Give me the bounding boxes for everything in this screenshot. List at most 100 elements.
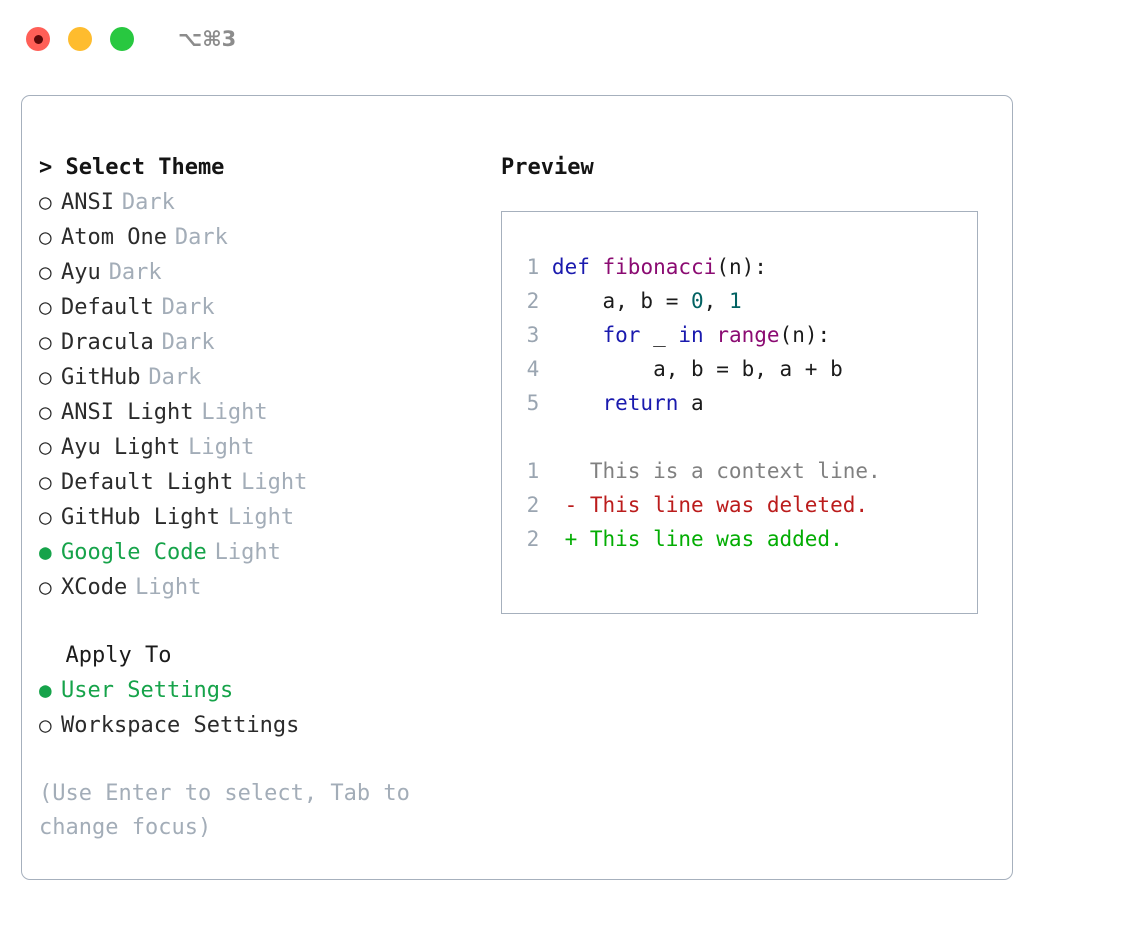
apply-to-option[interactable]: ○ Workspace Settings: [39, 708, 489, 743]
radio-unselected-icon[interactable]: ○: [39, 713, 52, 737]
code-line: 2 - This line was deleted.: [514, 488, 881, 522]
code-token: (n):: [716, 255, 767, 279]
code-token: a: [678, 391, 704, 415]
code-token: 1: [728, 289, 742, 313]
line-number: 3: [526, 323, 540, 347]
code-token: + This line was added.: [551, 527, 843, 551]
line-number: 1: [526, 459, 540, 483]
theme-option-label: Ayu Light: [61, 435, 181, 460]
radio-unselected-icon[interactable]: ○: [39, 365, 52, 389]
theme-option-tag: Light: [241, 470, 308, 495]
apply-to-list: ● User Settings ○ Workspace Settings: [39, 673, 489, 743]
code-token: def: [551, 255, 590, 279]
code-token: a, b = b, a + b: [551, 357, 843, 381]
code-token: (n):: [779, 323, 831, 347]
code-line: 1 This is a context line.: [514, 454, 881, 488]
code-token: in: [678, 323, 704, 347]
code-token: [552, 391, 603, 415]
select-theme-heading: > Select Theme: [39, 155, 225, 180]
theme-option-label: ANSI Light: [61, 400, 194, 425]
apply-to-option[interactable]: ● User Settings: [39, 673, 489, 708]
code-line: 4 a, b = b, a + b: [514, 352, 881, 386]
code-token: [552, 323, 603, 347]
theme-option-label: GitHub: [61, 365, 141, 390]
code-token: [590, 255, 603, 279]
radio-unselected-icon[interactable]: ○: [39, 330, 52, 354]
code-token: return: [602, 391, 679, 415]
line-number: 5: [526, 391, 540, 415]
code-line: [514, 420, 881, 454]
theme-option-label: GitHub Light: [61, 505, 220, 530]
code-line: 1 def fibonacci(n):: [514, 250, 881, 284]
line-number: 4: [526, 357, 540, 381]
radio-unselected-icon[interactable]: ○: [39, 260, 52, 284]
theme-option-tag: Dark: [108, 260, 162, 285]
theme-option-label: Google Code: [61, 540, 207, 565]
code-token: 0: [691, 289, 704, 313]
line-number: 1: [526, 255, 540, 279]
theme-option-label: Default Light: [61, 470, 234, 495]
radio-unselected-icon[interactable]: ○: [39, 575, 52, 599]
theme-option-tag: Dark: [174, 225, 228, 250]
theme-option[interactable]: ○ Default Light Light: [39, 465, 489, 500]
close-button[interactable]: [26, 27, 50, 51]
code-token: a, b =: [551, 289, 691, 313]
theme-option[interactable]: ○ ANSI Light Light: [39, 395, 489, 430]
code-token: _: [640, 323, 679, 347]
theme-option-tag: Light: [227, 505, 295, 530]
theme-option-label: Default: [61, 295, 154, 320]
theme-option[interactable]: ○ Atom One Dark: [39, 220, 489, 255]
minimize-button[interactable]: [68, 27, 92, 51]
theme-option-tag: Light: [135, 575, 202, 600]
theme-option-label: Atom One: [61, 225, 167, 250]
keyboard-hint: (Use Enter to select, Tab to change focu…: [39, 781, 410, 840]
radio-unselected-icon[interactable]: ○: [39, 295, 52, 319]
list-spacer: [39, 605, 489, 639]
radio-unselected-icon[interactable]: ○: [39, 225, 52, 249]
radio-unselected-icon[interactable]: ○: [39, 400, 52, 424]
line-number: 2: [526, 527, 540, 551]
line-number: 2: [526, 289, 540, 313]
radio-unselected-icon[interactable]: ○: [39, 190, 52, 214]
theme-option-tag: Light: [201, 400, 268, 425]
code-line: 5 return a: [514, 386, 881, 420]
code-token: fibonacci: [602, 255, 717, 279]
radio-selected-icon[interactable]: ●: [39, 678, 52, 702]
theme-option-label: XCode: [61, 575, 128, 600]
apply-to-option-label: Workspace Settings: [61, 713, 300, 738]
theme-option-tag: Dark: [161, 295, 215, 320]
theme-option[interactable]: ○ XCode Light: [39, 570, 489, 605]
code-token: [704, 323, 717, 347]
radio-unselected-icon[interactable]: ○: [39, 470, 52, 494]
theme-option[interactable]: ○ GitHub Light Light: [39, 500, 489, 535]
code-token: for: [602, 323, 641, 347]
hint-spacer: [39, 743, 489, 777]
code-token: ,: [703, 289, 729, 313]
radio-unselected-icon[interactable]: ○: [39, 435, 52, 459]
apply-to-option-label: User Settings: [61, 678, 234, 703]
radio-unselected-icon[interactable]: ○: [39, 505, 52, 529]
code-line: 2 + This line was added.: [514, 522, 881, 556]
recording-dot-icon: [33, 34, 43, 44]
preview-heading: Preview: [501, 155, 594, 180]
theme-option[interactable]: ○ GitHub Dark: [39, 360, 489, 395]
theme-option-tag: Dark: [148, 365, 202, 390]
theme-option-tag: Dark: [121, 190, 175, 215]
radio-selected-icon[interactable]: ●: [39, 540, 52, 564]
theme-option[interactable]: ○ Default Dark: [39, 290, 489, 325]
maximize-button[interactable]: [110, 27, 134, 51]
apply-to-heading: Apply To: [39, 643, 172, 668]
code-token: - This line was deleted.: [551, 493, 868, 517]
